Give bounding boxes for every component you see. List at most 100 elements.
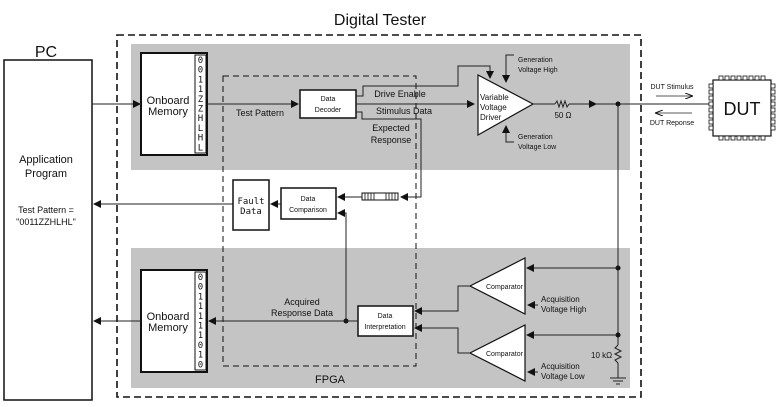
digital-tester-title: Digital Tester	[334, 12, 427, 29]
dut-pin	[708, 89, 714, 95]
bottom-memory-bit: 1	[198, 351, 203, 361]
stimulus-data-label: Stimulus Data	[376, 106, 432, 116]
dut-label: DUT	[724, 99, 761, 119]
dut-pin	[708, 107, 714, 113]
bottom-memory-bit-column	[194, 271, 207, 371]
driver-line3: Driver	[480, 113, 502, 122]
data-comparison-line2: Comparison	[289, 207, 327, 214]
gen-low-line2: Voltage Low	[518, 144, 557, 151]
top-memory-bit-column	[194, 54, 207, 154]
dut-pin	[724, 135, 730, 141]
fault-data-box	[232, 179, 270, 231]
fifo-buffer	[361, 192, 399, 201]
data-decoder-line1: Data	[321, 96, 336, 103]
driver-line2: Voltage	[480, 103, 507, 112]
application-program-line1: Application	[19, 154, 73, 166]
gen-low-arrow	[502, 125, 514, 143]
fault-data-line1: Fault	[237, 197, 264, 207]
driver-line1: Variable	[480, 93, 509, 102]
comparator-high	[468, 257, 526, 315]
top-memory-line1: Onboard	[147, 95, 190, 107]
dut-stimulus-label: DUT Stimulus	[650, 84, 694, 91]
bottom-memory-bit: 1	[198, 302, 203, 312]
dut-pin	[770, 101, 776, 107]
resistor-50-icon	[554, 99, 570, 109]
digital-tester-boundary	[116, 34, 642, 398]
drive-enable-label: Drive Enable	[374, 89, 426, 99]
dut-pin	[770, 113, 776, 119]
gen-high-line2: Voltage High	[518, 67, 558, 74]
application-program-line2: Program	[25, 168, 67, 180]
dut-pin	[708, 83, 714, 89]
resistor-10k-label: 10 kΩ	[591, 351, 612, 360]
dut-pin	[770, 107, 776, 113]
data-comparison-box	[280, 187, 337, 220]
top-memory-bit: 1	[198, 75, 203, 85]
comparator-low-output	[414, 324, 470, 354]
dut-pin	[708, 125, 714, 131]
top-memory-bit: L	[198, 143, 203, 153]
acq-high-line2: Voltage High	[541, 305, 586, 314]
fault-data-line2: Data	[240, 207, 262, 217]
test-pattern-line2: "0011ZZHLHL"	[16, 217, 76, 227]
dut-pin	[770, 95, 776, 101]
variable-voltage-driver	[477, 74, 535, 137]
top-memory-bit: Z	[198, 105, 204, 115]
dut-pin	[760, 75, 766, 81]
bottom-memory-bit: 0	[198, 341, 203, 351]
bottom-memory-bit: 1	[198, 322, 203, 332]
bottom-memory-bit: 0	[198, 283, 203, 293]
comparator-low-label: Comparator	[486, 351, 524, 358]
top-memory-bit: 0	[198, 56, 203, 66]
bottom-memory-line1: Onboard	[147, 311, 190, 323]
gen-low-line1: Generation	[518, 134, 553, 141]
dut-pin	[736, 75, 742, 81]
dut-pin	[724, 75, 730, 81]
top-memory-bit: 0	[198, 66, 203, 76]
data-interpretation-line2: Interpretation	[364, 324, 405, 331]
bottom-memory-bit: 1	[198, 312, 203, 322]
resistor-50-label: 50 Ω	[554, 111, 571, 120]
bottom-memory-bit: 0	[198, 360, 203, 370]
dut-pin	[708, 101, 714, 107]
dut-pin	[770, 83, 776, 89]
comparator-low	[468, 324, 526, 382]
top-memory-bit: 1	[198, 85, 203, 95]
data-interpretation-box	[357, 305, 414, 337]
dut-pin	[770, 125, 776, 131]
resistor-10k-icon	[613, 344, 623, 364]
top-memory-bit: H	[198, 134, 203, 144]
dut-response-label: DUT Reponse	[650, 120, 694, 127]
expected-line1: Expected	[372, 123, 410, 133]
drive-enable-line	[356, 65, 494, 97]
top-memory-bit: Z	[198, 95, 204, 105]
dut-pin	[736, 135, 742, 141]
acq-low-line2: Voltage Low	[541, 372, 585, 381]
dut-pin	[730, 135, 736, 141]
pc-box	[3, 59, 93, 401]
fpga-boundary	[222, 75, 417, 367]
dut-pin	[770, 119, 776, 125]
acquired-to-comparison-line	[337, 209, 347, 321]
data-interpretation-line1: Data	[378, 313, 393, 320]
comparator-high-output	[414, 285, 470, 315]
pc-title: PC	[35, 44, 57, 61]
comparator-high-label: Comparator	[486, 284, 524, 291]
generation-panel	[131, 44, 630, 170]
dut-pin	[748, 135, 754, 141]
expected-line2: Response	[371, 135, 412, 145]
dut-pin	[708, 119, 714, 125]
top-memory-bit: L	[198, 124, 203, 134]
dut-pin	[742, 135, 748, 141]
dut-pin	[754, 75, 760, 81]
test-pattern-label: Test Pattern	[236, 108, 284, 118]
test-pattern-line1: Test Pattern =	[18, 205, 74, 215]
dut-pin	[770, 89, 776, 95]
bottom-memory-bit: 1	[198, 292, 203, 302]
dut-pin	[708, 95, 714, 101]
dut-pin	[760, 135, 766, 141]
acquired-line1: Acquired	[284, 297, 320, 307]
acq-low-line1: Acquisition	[541, 362, 580, 371]
fpga-label: FPGA	[315, 374, 346, 386]
top-memory-bit: H	[198, 114, 203, 124]
